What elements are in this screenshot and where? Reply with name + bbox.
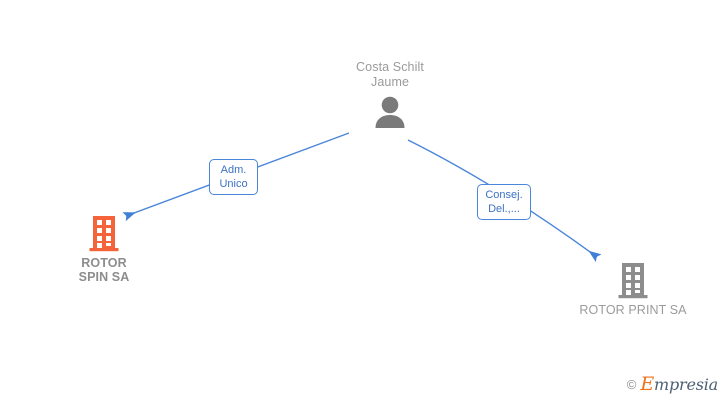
building-icon	[89, 216, 119, 252]
watermark: © Empresia	[627, 375, 718, 394]
copyright-icon: ©	[626, 377, 637, 392]
building-icon	[618, 263, 648, 299]
person-icon	[375, 96, 405, 128]
edge-label-consej-del[interactable]: Consej. Del.,...	[477, 184, 531, 220]
brand-rest: mpresia	[654, 375, 718, 394]
node-company-rotor-print-sa[interactable]: ROTOR PRINT SA	[573, 263, 693, 317]
person-name-label: Costa Schilt Jaume	[356, 60, 424, 89]
brand-initial: E	[640, 373, 654, 395]
company-name-label: ROTOR SPIN SA	[78, 256, 130, 284]
company-name-label: ROTOR PRINT SA	[579, 303, 687, 317]
node-company-rotor-spin-sa[interactable]: ROTOR SPIN SA	[44, 216, 164, 284]
brand-name: Empresia	[640, 375, 718, 394]
node-person-costa-schilt-jaume[interactable]: Costa Schilt Jaume	[316, 60, 464, 133]
edge-label-adm-unico[interactable]: Adm. Unico	[209, 159, 258, 195]
